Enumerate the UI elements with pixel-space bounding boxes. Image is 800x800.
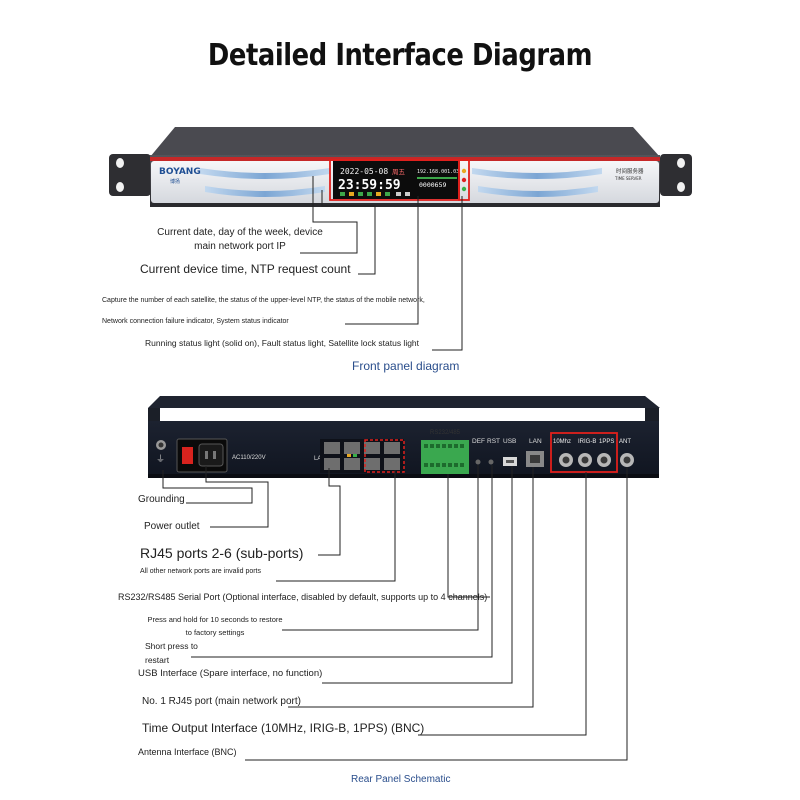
def-button bbox=[475, 459, 481, 465]
front-panel-device: BOYANG 博扬 时间服务器 TIME SERVER 2022-05-08 周… bbox=[109, 127, 692, 207]
def-label: DEF bbox=[472, 438, 485, 445]
sub-ports-highlight bbox=[364, 439, 405, 473]
rear-leader-lines bbox=[162, 465, 628, 761]
decorative-swoosh bbox=[200, 168, 602, 197]
rack-ear-left bbox=[109, 154, 151, 196]
rear-panel-device: ⏚ AC110/220V LAN R bbox=[148, 396, 660, 478]
serial-terminal-block: RS232/485 bbox=[421, 430, 469, 474]
display-time: 23:59:59 bbox=[338, 178, 401, 193]
callout-grounding: Grounding bbox=[138, 494, 185, 505]
device-name-en: TIME SERVER bbox=[614, 176, 642, 181]
rj45-sub-ports: LAN bbox=[314, 439, 405, 473]
callout-power-outlet: Power outlet bbox=[144, 521, 200, 532]
bnc-outputs: 10Mhz IRIG-B 1PPS bbox=[550, 432, 618, 473]
rear-panel-caption: Rear Panel Schematic bbox=[351, 774, 451, 785]
front-display: 2022-05-08 周五 192.168.001.030 23:59:59 0… bbox=[333, 161, 462, 199]
ant-label: ANT bbox=[619, 439, 631, 445]
satellite-status-icons bbox=[340, 192, 410, 196]
callout-usb: USB Interface (Spare interface, no funct… bbox=[138, 668, 323, 679]
callout-restart: Short press to restart bbox=[145, 641, 198, 665]
rs-label: RS232/485 bbox=[430, 430, 461, 436]
bnc-label-10mhz: 10Mhz bbox=[553, 439, 571, 445]
rst-label: RST bbox=[487, 438, 500, 445]
callout-satellite-status: Capture the number of each satellite, th… bbox=[102, 297, 425, 325]
grounding-terminal: ⏚ bbox=[156, 440, 166, 465]
power-inlet: AC110/220V bbox=[176, 438, 266, 473]
callout-antenna: Antenna Interface (BNC) bbox=[138, 747, 237, 757]
callout-rj45-sub: RJ45 ports 2-6 (sub-ports) bbox=[140, 545, 304, 561]
callout-serial-port: RS232/RS485 Serial Port (Optional interf… bbox=[118, 592, 488, 602]
led-highlight-box bbox=[458, 159, 470, 201]
lan-label: LAN bbox=[314, 456, 326, 462]
front-leader-lines bbox=[300, 176, 463, 351]
callout-main-port: No. 1 RJ45 port (main network port) bbox=[142, 696, 301, 707]
rack-ear-right bbox=[660, 154, 692, 196]
callout-time-output: Time Output Interface (10MHz, IRIG-B, 1P… bbox=[142, 721, 425, 735]
display-date: 2022-05-08 bbox=[340, 167, 388, 176]
page-title: Detailed Interface Diagram bbox=[207, 38, 593, 73]
bnc-highlight-box bbox=[550, 432, 618, 473]
callout-invalid-ports: All other network ports are invalid port… bbox=[140, 568, 261, 575]
lan1-label: LAN bbox=[529, 438, 542, 445]
callout-time-ntp: Current device time, NTP request count bbox=[140, 262, 351, 276]
rst-button bbox=[488, 459, 494, 465]
usb-label: USB bbox=[503, 438, 516, 445]
display-ip: 192.168.001.030 bbox=[417, 169, 462, 175]
callout-factory-reset: Press and hold for 10 seconds to restore… bbox=[147, 615, 283, 637]
display-ntp-count: 0000659 bbox=[419, 181, 446, 189]
callout-status-lights: Running status light (solid on), Fault s… bbox=[145, 338, 420, 348]
bnc-label-1pps: 1PPS bbox=[599, 439, 614, 445]
status-leds bbox=[461, 168, 467, 192]
brand-subtitle: 博扬 bbox=[170, 178, 180, 185]
power-label: AC110/220V bbox=[232, 455, 266, 461]
bnc-label-irigb: IRIG-B bbox=[578, 439, 596, 445]
front-panel-caption: Front panel diagram bbox=[352, 359, 460, 373]
display-weekday: 周五 bbox=[392, 168, 406, 176]
device-name-cn: 时间服务器 bbox=[616, 167, 644, 175]
brand-logo: BOYANG bbox=[159, 167, 201, 177]
callout-date-ip: Current date, day of the week, device ma… bbox=[157, 227, 323, 252]
ground-icon: ⏚ bbox=[156, 454, 165, 465]
